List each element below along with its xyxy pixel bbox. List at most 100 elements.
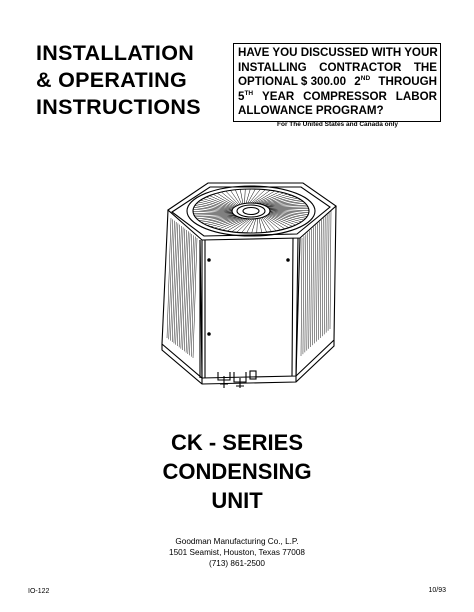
illustration-line [193,207,233,212]
notice-ordinal: 2ND [354,75,370,90]
illustration-line [260,217,267,233]
notice-word: CONTRACTOR [319,60,402,74]
title-line-2: & OPERATING [36,68,188,92]
illustration-line [308,230,310,349]
notice-line-4: 5TH YEAR COMPRESSOR LABOR [238,90,437,105]
notice-ordinal: 5TH [238,90,253,105]
illustration-line [244,189,246,204]
ordinal-suffix: TH [244,89,254,97]
illustration-line [187,233,193,355]
product-series-heading: CK - SERIES CONDENSING UNIT [0,428,474,515]
illustration-line [226,218,248,232]
illustration-line [195,214,235,218]
illustration-line [310,228,312,348]
illustration-line [327,212,330,331]
illustration-line [191,236,196,357]
illustration-line [231,218,250,232]
illustration-line [217,192,237,207]
illustration-line [267,204,307,208]
illustration-line [184,231,189,352]
illustration-line [258,218,262,233]
series-line-1: CK - SERIES [170,430,304,455]
illustration-line [254,190,276,204]
illustration-line [194,205,233,212]
illustration-line [318,221,320,340]
illustration-line [182,229,187,351]
illustration-line [192,211,233,214]
illustration-line [314,225,316,344]
series-line-2: CONDENSING [162,459,312,484]
illustration-line [180,228,186,349]
notice-line-1: HAVE YOU DISCUSSED WITH YOUR [238,46,438,61]
illustration-line [304,234,307,353]
illustration-line [268,206,309,208]
illustration-line [173,223,179,344]
illustration-line [263,216,277,231]
illustration-line [258,193,288,204]
illustration-line [302,236,305,355]
illustration-line [323,216,326,335]
illustration-line [225,191,239,206]
illustration-line [210,217,242,227]
notice-region-note: For The United States and Canada only [277,120,398,128]
illustration-line [203,198,234,209]
illustration-line [266,215,289,228]
illustration-line [264,216,281,231]
illustration-line [222,218,247,231]
illustration-line [192,237,198,359]
illustration-line [312,227,314,346]
illustration-line [193,214,234,216]
illustration-line [325,214,328,333]
illustration-line [178,227,184,348]
illustration-line [268,214,296,226]
illustration-line [250,189,266,204]
illustration-line [198,215,237,221]
illustration-line [300,237,303,357]
title-line-1: INSTALLATION [36,41,195,65]
illustration-line [257,192,284,204]
company-address: 1501 Seamist, Houston, Texas 77008 [169,548,305,557]
illustration-line [171,221,177,343]
illustration-line [320,219,322,339]
document-code: IO-122 [28,588,50,595]
labor-allowance-notice: HAVE YOU DISCUSSED WITH YOUR INSTALLING … [233,43,441,128]
illustration-line [269,210,308,217]
illustration-line [213,194,236,207]
illustration-line [247,188,256,204]
illustration-line [201,216,238,223]
illustration-line [263,197,299,206]
illustration-line [306,232,309,351]
notice-word: YEAR [262,89,295,103]
illustration-line [269,208,310,211]
illustration-line [166,217,172,339]
illustration-line [246,218,255,234]
illustration-line [269,209,309,213]
illustration-line [266,202,306,207]
illustration-line [206,217,241,226]
illustration-line [261,217,272,232]
illustration-line [269,212,302,223]
illustration-line [265,215,285,230]
notice-text: HAVE YOU DISCUSSED WITH YOUR [238,46,438,59]
illustration-line [260,195,292,205]
document-title: INSTALLATION & OPERATING INSTRUCTIONS [36,40,236,121]
company-address-block: Goodman Manufacturing Co., L.P. 1501 Sea… [0,536,474,569]
illustration-line [168,219,173,340]
illustration-line [185,232,191,353]
illustration-line [240,189,244,204]
illustration-line [200,199,233,210]
illustration-line [256,218,258,233]
illustration-line [221,191,238,206]
illustration-line [235,189,242,205]
illustration-line [196,215,236,220]
notice-word: OPTIONAL $ 300.00 [238,75,347,89]
condensing-unit-illustration [161,182,337,388]
illustration-line [265,201,304,207]
illustration-line [177,225,182,347]
notice-word: THROUGH [378,75,437,89]
illustration-line [193,212,234,214]
ordinal-suffix: ND [360,75,371,83]
illustration-line [189,235,194,356]
ordinal-number: 5 [238,89,245,103]
illustration-line [206,196,234,208]
